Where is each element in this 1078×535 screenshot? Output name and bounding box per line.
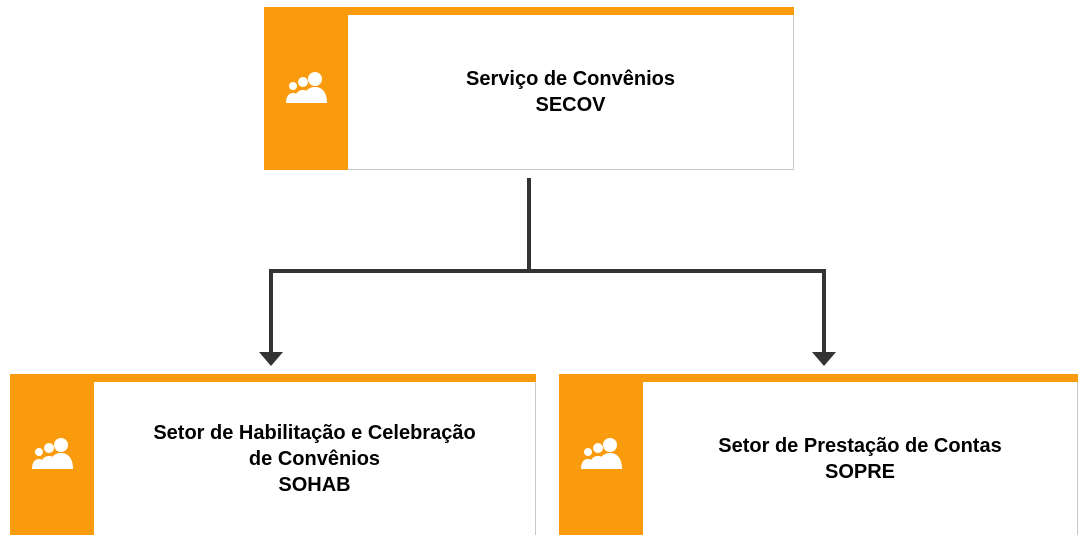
people-group-icon xyxy=(32,437,73,469)
arrowhead-left xyxy=(259,352,283,366)
node-icon-panel xyxy=(10,374,94,535)
node-title-line-1: Setor de Habilitação e Celebração xyxy=(153,421,476,444)
node-acronym: SOHAB xyxy=(278,473,351,496)
node-icon-panel xyxy=(264,7,348,170)
org-node-sohab: Setor de Habilitação e Celebração de Con… xyxy=(10,374,536,535)
node-accent-bar xyxy=(264,7,794,15)
node-label: Serviço de Convênios SECOV xyxy=(348,15,794,170)
node-label: Setor de Prestação de Contas SOPRE xyxy=(643,382,1078,535)
node-accent-bar xyxy=(10,374,536,382)
arrowhead-right xyxy=(812,352,836,366)
node-title-line-2: de Convênios xyxy=(248,447,381,470)
node-icon-panel xyxy=(559,374,643,535)
org-node-sopre: Setor de Prestação de Contas SOPRE xyxy=(559,374,1078,535)
node-acronym: SOPRE xyxy=(824,460,896,483)
node-acronym: SECOV xyxy=(535,94,606,116)
node-label: Setor de Habilitação e Celebração de Con… xyxy=(94,382,536,535)
node-accent-bar xyxy=(559,374,1078,382)
people-group-icon xyxy=(581,437,622,469)
node-title: Setor de Prestação de Contas xyxy=(718,434,1002,457)
org-node-secov: Serviço de Convênios SECOV xyxy=(264,7,794,170)
node-title: Serviço de Convênios xyxy=(466,68,675,90)
people-group-icon xyxy=(286,71,327,103)
